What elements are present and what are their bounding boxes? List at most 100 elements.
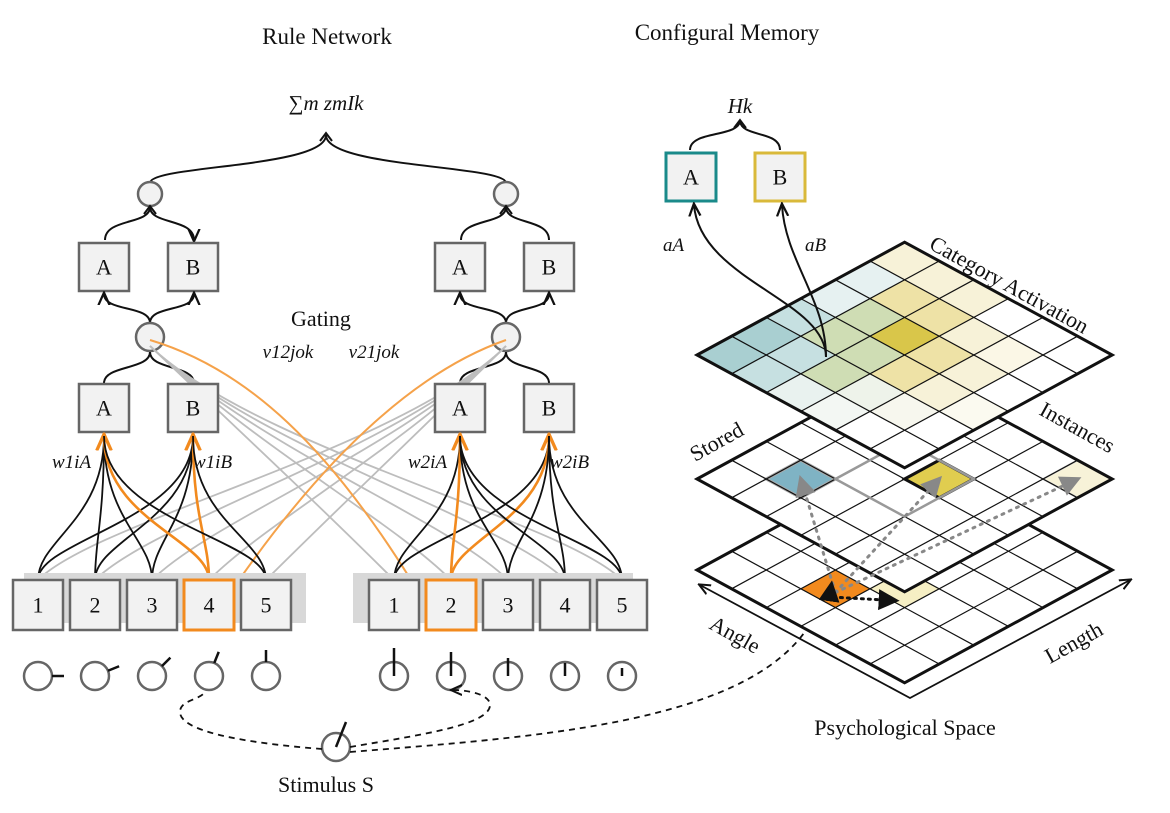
highlighted-gating-connections <box>149 339 507 581</box>
w-conn-left-4-B <box>193 436 211 581</box>
w-conn-left-1-A <box>37 435 105 581</box>
stimulus-label: Stimulus S <box>278 772 374 797</box>
w2B-label: w2iB <box>550 452 589 473</box>
Hk-label: Hk <box>727 94 753 118</box>
input-unit-right-5-label: 5 <box>617 593 628 618</box>
lower-box-B-left <box>166 382 220 434</box>
aB-arrow <box>782 205 827 358</box>
v12-label: v12jok <box>263 342 314 363</box>
angle-glyph-3 <box>136 660 168 692</box>
w-conn-right-1-A <box>393 435 461 581</box>
w-conn-left-1-B <box>37 435 194 581</box>
category-activation-grid <box>693 240 1116 470</box>
w-conn-right-4-B <box>548 435 566 581</box>
orange-gating-left-4 <box>238 339 507 581</box>
w-conn-right-4-A <box>459 435 566 581</box>
upper-box-B-right <box>522 241 576 293</box>
w-conn-left-3-B <box>151 435 194 581</box>
input-unit-right-2 <box>424 578 478 632</box>
w-conn-left-2-A <box>94 435 105 581</box>
stimulus-feature-glyphs <box>22 648 638 692</box>
input-unit-right-2-label: 2 <box>446 593 457 618</box>
psychological-space-label: Psychological Space <box>814 715 995 740</box>
lower-box-B-right <box>522 382 576 434</box>
memory-box-A-label: A <box>683 165 699 190</box>
configural-memory-title: Configural Memory <box>635 20 820 45</box>
input-unit-right-5 <box>595 578 649 632</box>
w-conn-right-5-A <box>459 435 623 581</box>
memory-box-B-label: B <box>773 165 788 190</box>
w-conn-left-4-A <box>104 436 211 581</box>
lower-box-A-right <box>433 382 487 434</box>
memory-box-B <box>753 151 807 203</box>
w-conn-right-3-B <box>507 435 550 581</box>
similarity-arrow-dark <box>838 589 900 611</box>
gray-conn-left-5 <box>265 345 507 581</box>
stimulus-to-angle-dashed <box>179 691 323 750</box>
input-unit-right-1 <box>367 578 421 632</box>
aB-label: aB <box>805 235 827 256</box>
w1B-label: w1iB <box>193 452 232 473</box>
w-conn-left-5-A <box>103 435 267 581</box>
upper-category-boxes-left: A B <box>77 241 220 293</box>
output-node-right <box>492 180 520 208</box>
w-conn-left-5-B <box>192 435 267 581</box>
rule-network: ∑m zmIk A B A B G <box>11 91 826 797</box>
output-node-left <box>136 180 164 208</box>
stimulus-to-space-dashed <box>349 584 826 753</box>
stimulus-marker <box>818 580 840 603</box>
angle-glyph-1 <box>22 660 54 692</box>
input-unit-left-3-label: 3 <box>147 593 158 618</box>
lower-box-A-left-label: A <box>96 396 112 421</box>
angle-glyph-4 <box>193 660 225 692</box>
v21-label: v21jok <box>349 342 400 363</box>
similarity-arrow-2 <box>833 475 943 595</box>
w-conn-left-3-A <box>103 435 153 581</box>
length-axis-label: Length <box>1040 616 1107 668</box>
stimulus-to-length-dashed <box>349 690 491 748</box>
space-axes <box>700 580 1130 700</box>
w2A-label: w2iA <box>408 452 447 473</box>
configural-memory: Hk A B aA aB Category Activation Stored … <box>663 94 1130 740</box>
input-unit-right-3 <box>481 578 535 632</box>
gating-label: Gating <box>291 306 351 331</box>
lower-box-A-left <box>77 382 131 434</box>
upper-box-A-left <box>77 241 131 293</box>
similarity-arrow-1 <box>795 474 837 595</box>
w1A-label: w1iA <box>52 452 91 473</box>
upper-category-boxes-right: A B <box>433 241 576 293</box>
upper-box-B-left-label: B <box>186 255 201 280</box>
memory-grids <box>693 240 1116 685</box>
upper-box-B-right-label: B <box>542 255 557 280</box>
upper-box-A-right-label: A <box>452 255 468 280</box>
w-conn-right-1-B <box>393 435 550 581</box>
w-conn-right-2-B <box>449 436 549 581</box>
sum-label: ∑m zmIk <box>288 91 364 115</box>
upper-box-A-left-label: A <box>96 255 112 280</box>
lower-box-A-right-label: A <box>452 396 468 421</box>
input-unit-left-3 <box>125 578 179 632</box>
input-unit-left-4-label: 4 <box>204 593 215 618</box>
weight-connections <box>37 435 623 581</box>
input-unit-left-5-label: 5 <box>261 593 272 618</box>
memory-box-A <box>664 151 718 203</box>
cross-gating-connections <box>37 345 623 581</box>
input-unit-right-3-label: 3 <box>503 593 514 618</box>
rule-network-title: Rule Network <box>262 24 392 49</box>
w-conn-left-2-B <box>94 435 194 581</box>
w-conn-right-5-B <box>548 435 623 581</box>
input-unit-left-4 <box>182 578 236 632</box>
angle-glyph-2 <box>79 660 111 692</box>
input-unit-right-4 <box>538 578 592 632</box>
orange-gating-right-2 <box>149 339 412 581</box>
w-conn-right-2-A <box>449 436 460 581</box>
similarity-arrow-3 <box>833 476 1082 595</box>
input-unit-left-1-label: 1 <box>33 593 44 618</box>
upper-box-B-left <box>166 241 220 293</box>
angle-axis-label: Angle <box>706 611 765 659</box>
upper-box-A-right <box>433 241 487 293</box>
gating-node-left <box>134 321 166 353</box>
